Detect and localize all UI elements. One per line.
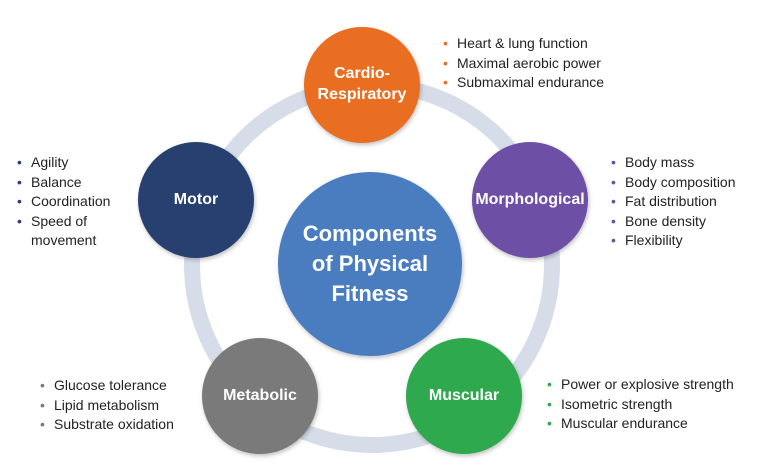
list-item: •Substrate oxidation [40,415,174,435]
motor-circle: Motor [138,142,254,258]
motor-title: Motor [173,190,219,208]
list-item: •Balance [17,173,110,193]
metabolic-list: •Glucose tolerance •Lipid metabolism •Su… [40,376,174,435]
morphological-circle: Morphological [472,142,588,258]
bullet-icon: • [611,212,616,229]
bullet-icon: • [547,395,552,412]
morphological-list: •Body mass •Body composition •Fat distri… [611,153,736,251]
center-title: Components of Physical Fitness [302,221,438,306]
bullet-icon: • [17,173,22,190]
bullet-icon: • [40,396,45,413]
list-item: •Heart & lung function [443,34,604,54]
metabolic-circle: Metabolic [202,338,318,454]
muscular-circle: Muscular [406,338,522,454]
bullet-icon: • [17,212,22,229]
cardio-respiratory-list: •Heart & lung function •Maximal aerobic … [443,34,604,93]
cardio-respiratory-circle: Cardio- Respiratory [304,27,420,143]
list-item: •Power or explosive strength [547,375,734,395]
list-item: •Isometric strength [547,395,734,415]
list-item: •Maximal aerobic power [443,54,604,74]
list-item: •Glucose tolerance [40,376,174,396]
list-item: •Speed of movement [17,212,97,249]
bullet-icon: • [611,193,616,209]
center-circle: Components of Physical Fitness [278,172,462,356]
motor-list: •Agility •Balance •Coordination •Speed o… [17,153,110,251]
list-item: •Flexibility [611,231,736,251]
bullet-icon: • [443,74,448,90]
list-item: •Body composition [611,173,736,193]
bullet-icon: • [611,173,616,190]
list-item: •Agility [17,153,110,173]
list-item: •Body mass [611,153,736,173]
bullet-icon: • [611,154,616,170]
bullet-icon: • [40,377,45,393]
list-item: •Submaximal endurance [443,73,604,93]
bullet-icon: • [443,35,448,51]
list-item: •Coordination [17,192,110,212]
muscular-title: Muscular [428,386,500,404]
muscular-list: •Power or explosive strength •Isometric … [547,375,734,434]
morphological-title: Morphological [475,190,585,208]
cardio-respiratory-title: Cardio- Respiratory [317,65,407,103]
bullet-icon: • [611,232,616,248]
bullet-icon: • [17,154,22,170]
bullet-icon: • [547,415,552,431]
list-item: •Muscular endurance [547,414,734,434]
metabolic-title: Metabolic [223,386,297,404]
list-item: •Lipid metabolism [40,396,174,416]
bullet-icon: • [17,193,22,209]
bullet-icon: • [40,416,45,432]
list-item: •Fat distribution [611,192,736,212]
bullet-icon: • [547,376,552,392]
bullet-icon: • [443,54,448,71]
list-item: •Bone density [611,212,736,232]
